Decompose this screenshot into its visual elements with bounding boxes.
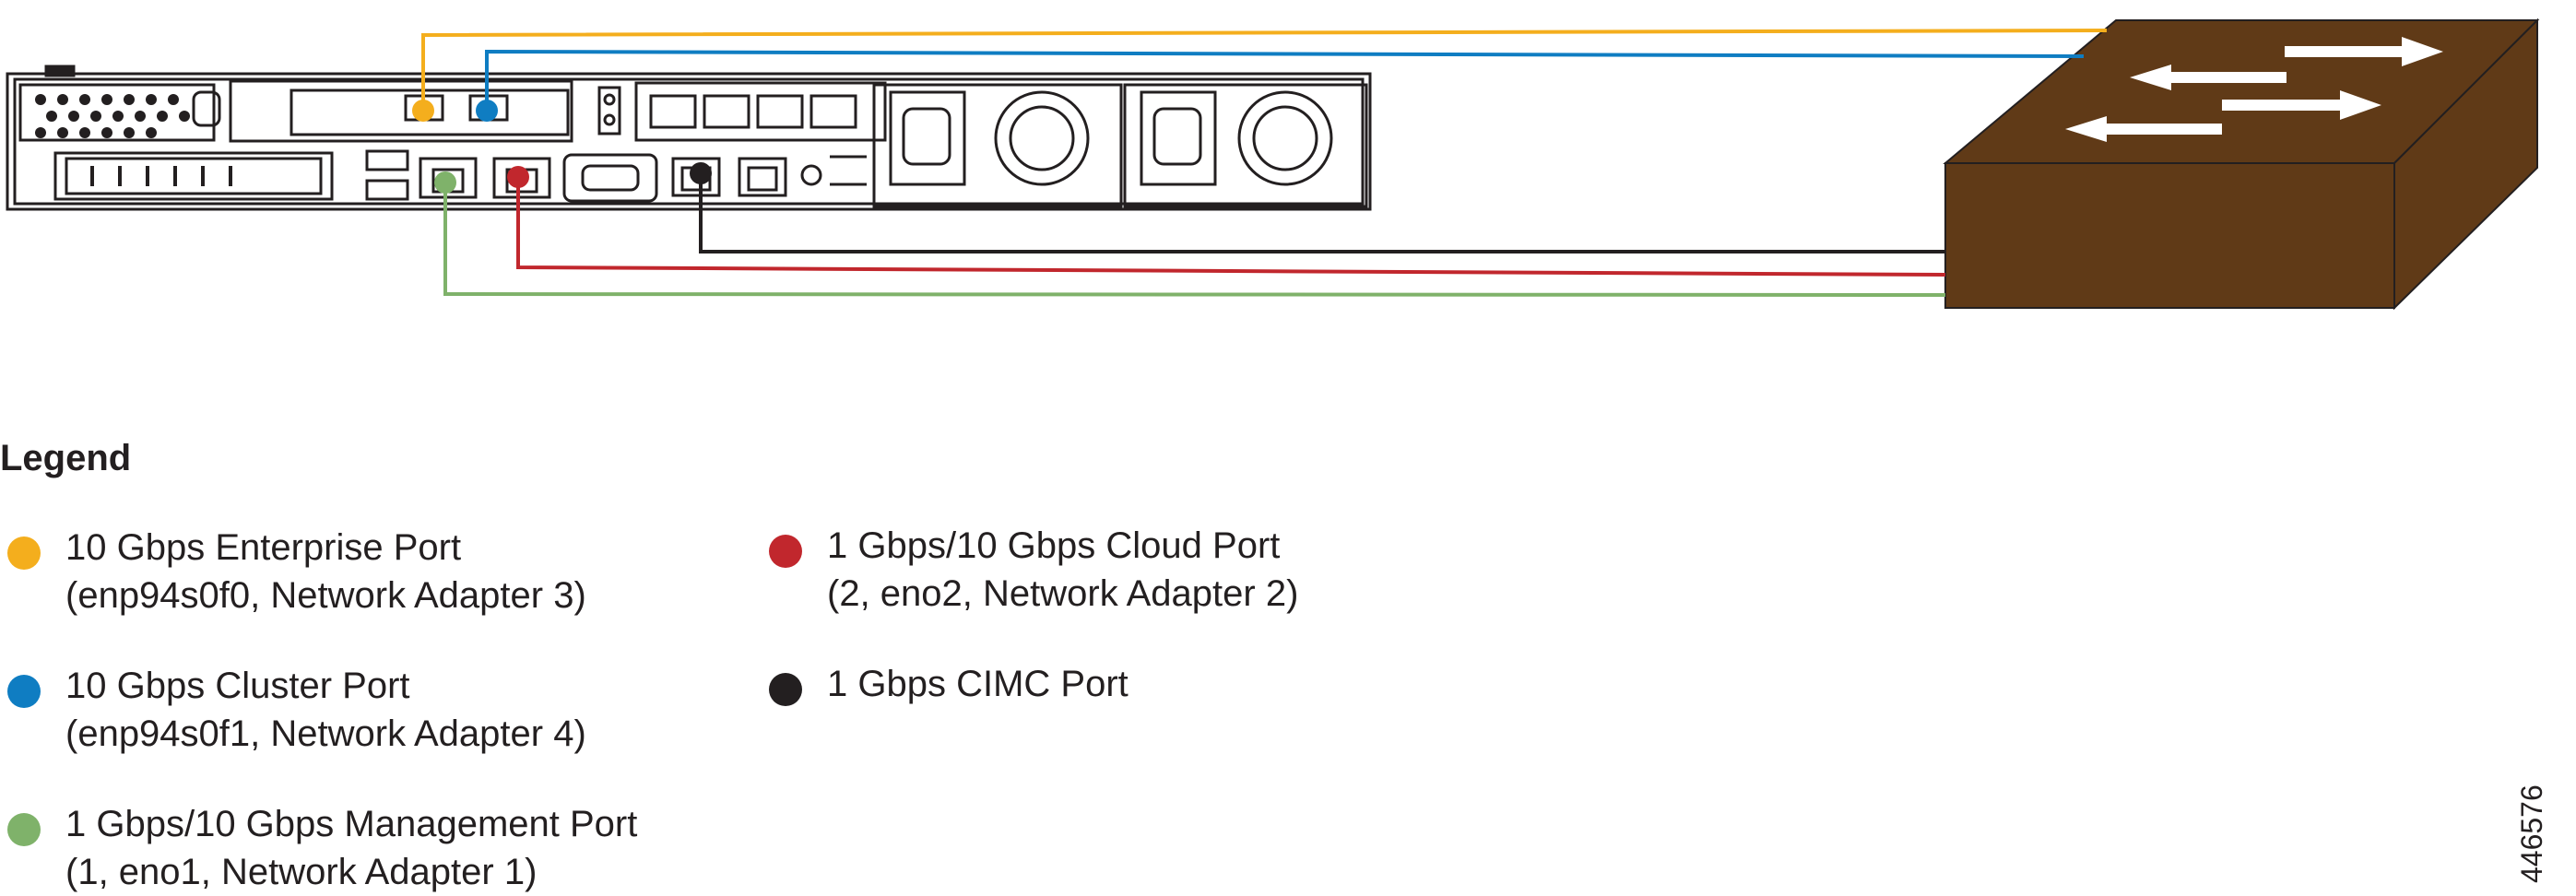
management-dot-icon bbox=[7, 813, 41, 846]
legend-detail: (1, eno1, Network Adapter 1) bbox=[65, 852, 538, 892]
cloud-dot-icon bbox=[769, 535, 802, 568]
legend-title: Legend bbox=[0, 438, 132, 478]
cluster-cable bbox=[485, 49, 2085, 111]
legend-label: 10 Gbps Enterprise Port bbox=[65, 527, 462, 568]
figure-id: 446576 bbox=[2515, 784, 2548, 883]
enterprise-cable bbox=[421, 29, 2108, 111]
enterprise-dot-icon bbox=[7, 536, 41, 570]
network-diagram bbox=[6, 18, 2540, 311]
cluster-port-marker bbox=[476, 100, 498, 122]
network-switch bbox=[1943, 18, 2540, 311]
cloud-cable bbox=[516, 177, 1946, 277]
legend-label: 1 Gbps CIMC Port bbox=[827, 664, 1128, 704]
cluster-dot-icon bbox=[7, 675, 41, 708]
legend-detail: (enp94s0f1, Network Adapter 4) bbox=[65, 713, 586, 754]
cloud-port-marker bbox=[507, 166, 529, 188]
enterprise-port-marker bbox=[412, 100, 434, 122]
cimc-port-marker bbox=[690, 162, 712, 184]
cimc-cable bbox=[699, 173, 1945, 253]
legend-label: 1 Gbps/10 Gbps Cloud Port bbox=[827, 525, 1281, 566]
cimc-dot-icon bbox=[769, 673, 802, 706]
legend-label: 1 Gbps/10 Gbps Management Port bbox=[65, 804, 638, 844]
cables bbox=[421, 29, 2108, 297]
legend-detail: (enp94s0f0, Network Adapter 3) bbox=[65, 575, 586, 616]
management-port-marker bbox=[434, 171, 456, 194]
management-cable bbox=[443, 183, 1946, 297]
legend-label: 10 Gbps Cluster Port bbox=[65, 666, 410, 706]
legend-detail: (2, eno2, Network Adapter 2) bbox=[827, 573, 1299, 614]
server-chassis bbox=[6, 65, 1372, 211]
